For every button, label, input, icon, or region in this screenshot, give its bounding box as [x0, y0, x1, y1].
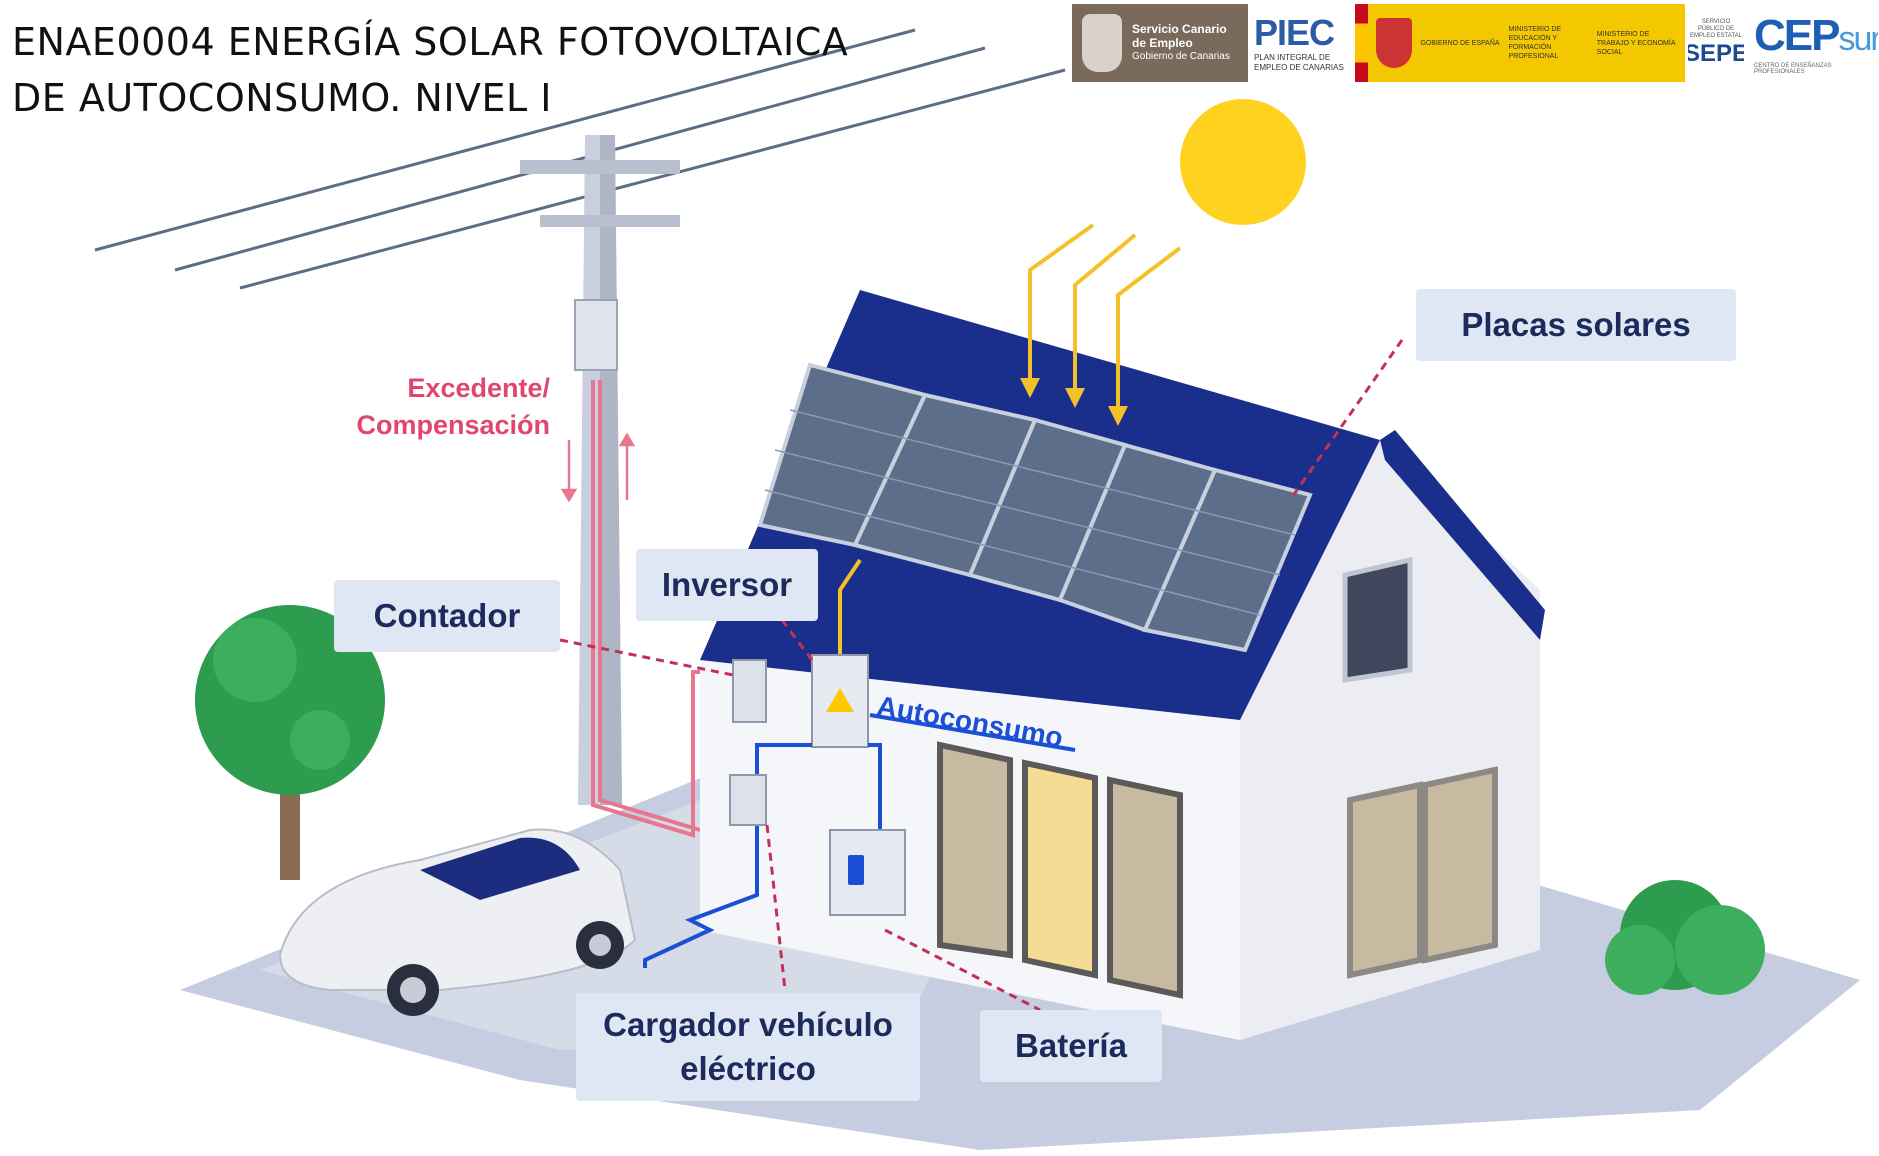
spain-coat-of-arms-icon: [1375, 18, 1413, 68]
leader-lines: [559, 339, 1404, 1012]
label-cargador-vehiculo: Cargador vehículo eléctrico: [576, 993, 920, 1101]
title-line-1: ENAE0004 ENERGÍA SOLAR FOTOVOLTAICA: [12, 20, 849, 64]
battery-unit: [829, 829, 906, 916]
logo-sce-line-2: de Empleo: [1132, 36, 1193, 50]
sun-rays: [1028, 223, 1182, 408]
logo-servicio-canario-empleo: Servicio Canario de Empleo Gobierno de C…: [1072, 4, 1248, 82]
meter-box: [732, 659, 767, 723]
logo-min-edu: MINISTERIO DE EDUCACIÓN Y FORMACIÓN PROF…: [1508, 26, 1562, 60]
label-cargador-line-2: eléctrico: [680, 1050, 816, 1087]
label-contador: Contador: [334, 580, 560, 652]
label-excedente-line-2: Compensación: [356, 410, 550, 440]
electric-car: [278, 828, 637, 1016]
logo-sce-line-1: Servicio Canario: [1132, 22, 1227, 36]
solar-panels: [757, 362, 1313, 653]
grid-arrows: [560, 432, 636, 503]
consumption-wires: [643, 713, 1076, 968]
power-lines: [94, 28, 1066, 290]
logo-sur-text: sur: [1838, 19, 1878, 58]
tree-left: [195, 605, 385, 880]
panel-grid: [764, 409, 1296, 616]
roof-edge: [1380, 430, 1545, 640]
charger-box: [729, 774, 767, 826]
logo-gobierno-espana: GOBIERNO DE ESPAÑA MINISTERIO DE EDUCACI…: [1355, 4, 1685, 82]
logo-min-trab: MINISTERIO DE TRABAJO Y ECONOMÍA SOCIAL: [1596, 30, 1676, 56]
logo-cep-wordmark: CEPsur: [1754, 10, 1878, 63]
bush-right: [1605, 880, 1765, 995]
logo-sce-line-3: Gobierno de Canarias: [1132, 51, 1230, 62]
logo-sepe-subtitle: SERVICIO PÚBLICO DE EMPLEO ESTATAL: [1689, 18, 1742, 39]
sun-ray-arrowheads: [1020, 378, 1128, 426]
page-title: ENAE0004 ENERGÍA SOLAR FOTOVOLTAICA DE A…: [12, 14, 848, 126]
canarias-seal-icon: [1082, 14, 1122, 72]
logo-sepe-wordmark: SEPE: [1688, 39, 1744, 67]
logo-piec-subtitle: PLAN INTEGRAL DE EMPLEO DE CANARIAS: [1254, 53, 1344, 72]
side-windows: [1347, 766, 1498, 979]
logo-sepe: SERVICIO PÚBLICO DE EMPLEO ESTATAL SEPE: [1688, 4, 1744, 82]
sun: [1180, 99, 1306, 225]
gable-window: [1342, 556, 1413, 683]
inverter-warning-icon: [826, 688, 854, 712]
label-excedente-compensacion: Excedente/ Compensación: [330, 370, 550, 444]
dc-wire: [838, 558, 862, 660]
title-line-2: DE AUTOCONSUMO. NIVEL I: [12, 76, 552, 120]
spain-flag-icon: [1355, 4, 1368, 82]
label-placas-solares: Placas solares: [1416, 289, 1736, 361]
logo-cep-text: CEP: [1754, 10, 1840, 60]
logo-piec-wordmark: PIEC: [1254, 12, 1335, 53]
logo-gob-es: GOBIERNO DE ESPAÑA: [1420, 39, 1500, 47]
label-cargador-line-1: Cargador vehículo: [603, 1006, 893, 1043]
label-bateria: Batería: [980, 1010, 1162, 1082]
logo-piec: PIEC PLAN INTEGRAL DE EMPLEO DE CANARIAS: [1250, 4, 1350, 82]
battery-icon: [848, 855, 864, 885]
logo-cepsur: CEPsur CENTRO DE ENSEÑANZAS PROFESIONALE…: [1750, 4, 1878, 82]
label-inversor: Inversor: [636, 549, 818, 621]
label-excedente-line-1: Excedente/: [407, 373, 550, 403]
logo-cep-subtitle: CENTRO DE ENSEÑANZAS PROFESIONALES: [1754, 62, 1832, 75]
front-windows: [937, 741, 1183, 999]
